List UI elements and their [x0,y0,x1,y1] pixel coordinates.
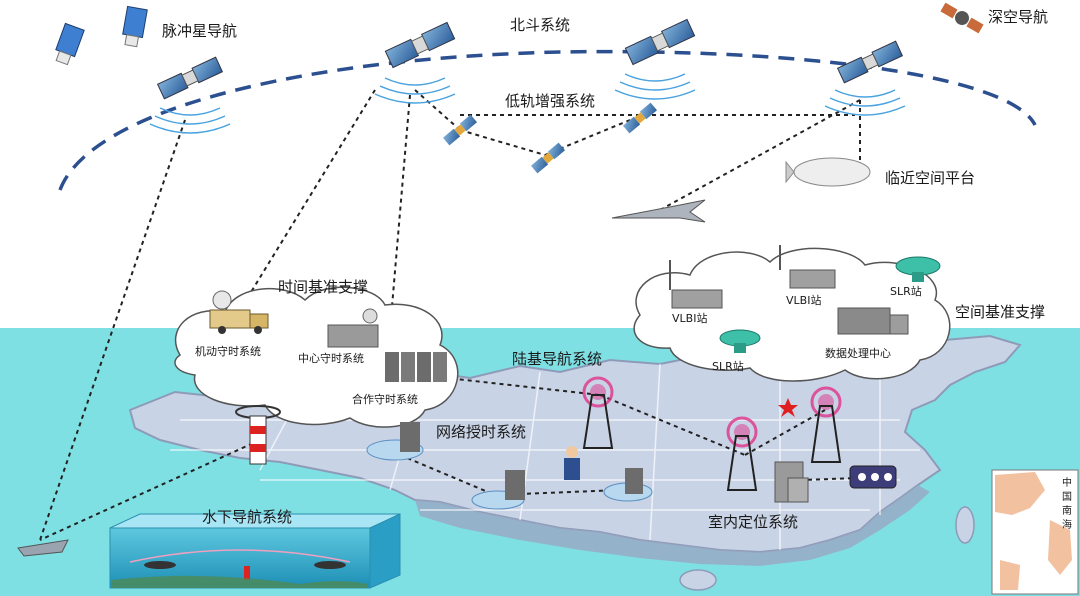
capital-star-icon [778,398,798,417]
taiwan-island [955,506,975,544]
underwater-beacon-icon [235,405,281,465]
network-timing-terminal-3 [603,468,653,502]
beidou-label: 北斗系统 [510,16,570,34]
indoor-pos-label: 室内定位系统 [708,513,798,531]
leo-satellite-3 [622,102,658,134]
south-china-sea-inset [991,469,1079,595]
land-nav-label: 陆基导航系统 [512,350,602,368]
hainan-island [679,569,717,591]
airship-icon [785,157,871,187]
indoor-device-icon [849,465,897,489]
person-icon [564,446,580,480]
beidou-satellite-4 [836,40,904,84]
space-ref-label: 空间基准支撑 [955,303,1045,321]
inset-char-2: 国 [1062,491,1072,503]
leo-satellite-2 [530,142,566,174]
slr-label-1: SLR站 [890,284,922,298]
network-timing-terminal-2 [471,470,525,510]
pulsar-probe-icon-2 [122,5,148,48]
slr-label-2: SLR站 [712,359,744,373]
land-nav-tower-3 [810,386,842,463]
pulsar-nav-label: 脉冲星导航 [162,22,237,40]
indoor-building-icon [774,461,809,503]
vlbi-label-2: VLBI站 [786,293,821,307]
beidou-satellite-3 [624,18,696,66]
vlbi-station-icon-1 [669,260,723,309]
leo-augment-label: 低轨增强系统 [505,92,595,110]
inset-char-4: 海 [1062,518,1072,531]
jet-aircraft-icon [611,199,706,223]
data-center-label: 数据处理中心 [825,346,891,360]
deep-space-label: 深空导航 [988,8,1048,26]
mobile-timing-truck-icon [209,290,269,334]
slr-station-icon-2 [719,329,761,353]
network-timing-terminal-1 [366,422,424,461]
land-shadow [415,485,930,566]
coop-timing-label: 合作守时系统 [352,392,418,406]
pulsar-probe-icon-1 [55,22,85,66]
center-timing-building-icon [327,308,379,348]
data-center-icon [837,307,909,335]
signal-links [39,89,861,541]
inset-char-1: 中 [1062,476,1072,489]
vlbi-station-icon-2 [779,245,836,289]
time-ref-label: 时间基准支撑 [278,278,368,296]
coop-timing-servers-icon [385,352,447,382]
beidou-satellite-2 [384,21,456,69]
land-nav-tower-1 [582,376,614,449]
satellite-signal-arcs [149,73,906,134]
mobile-timing-label: 机动守时系统 [195,344,261,358]
deep-space-probe-icon [940,2,984,34]
underwater-nav-box [109,513,401,589]
space-reference-cloud [633,247,951,382]
land-nav-tower-2 [726,416,758,491]
leo-satellite-1 [442,114,478,146]
slr-station-icon-1 [895,256,941,282]
center-timing-label: 中心守时系统 [298,351,364,365]
beidou-satellite-1 [156,56,224,100]
inset-char-3: 南 [1062,504,1072,517]
vlbi-label-1: VLBI站 [672,311,707,325]
orbit-ellipse [58,49,1037,191]
network-timing-label: 网络授时系统 [436,423,526,441]
underwater-nav-label: 水下导航系统 [202,508,292,526]
near-space-label: 临近空间平台 [885,169,975,187]
ship-icon [17,539,69,557]
